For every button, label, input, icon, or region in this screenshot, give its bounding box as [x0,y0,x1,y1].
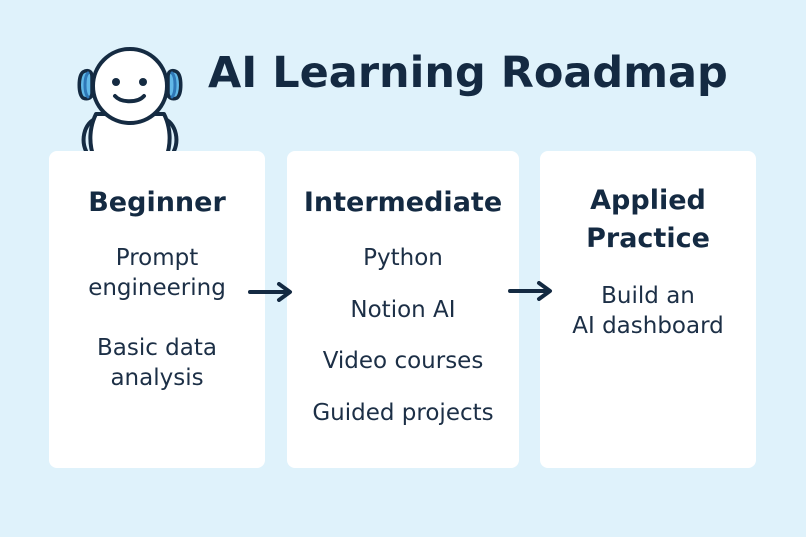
applied-item-build-ai-dashboard: Build an AI dashboard [572,283,724,339]
intermediate-item-python: Python [363,245,443,271]
stage-card-beginner: Beginner Prompt engineering Basic data a… [49,151,265,468]
stage-title-beginner: Beginner [88,187,226,218]
intermediate-item-guided-projects: Guided projects [312,400,494,426]
arrow-right-icon [508,281,554,301]
beginner-item-prompt-engineering: Prompt engineering [88,245,226,301]
stage-title-applied-practice: Applied Practice [586,185,710,254]
mascot-illustration [77,47,183,160]
stage-title-intermediate: Intermediate [303,187,503,218]
intermediate-item-notion-ai: Notion AI [350,297,456,323]
stage-card-intermediate: Intermediate Python Notion AI Video cour… [287,151,519,468]
arrow-right-icon [248,282,294,302]
beginner-item-basic-data-analysis: Basic data analysis [96,335,217,391]
intermediate-item-video-courses: Video courses [322,348,484,374]
stage-card-applied-practice: Applied Practice Build an AI dashboard [540,151,756,468]
headphones-robot-icon [70,38,190,160]
page-title: AI Learning Roadmap [208,48,728,98]
